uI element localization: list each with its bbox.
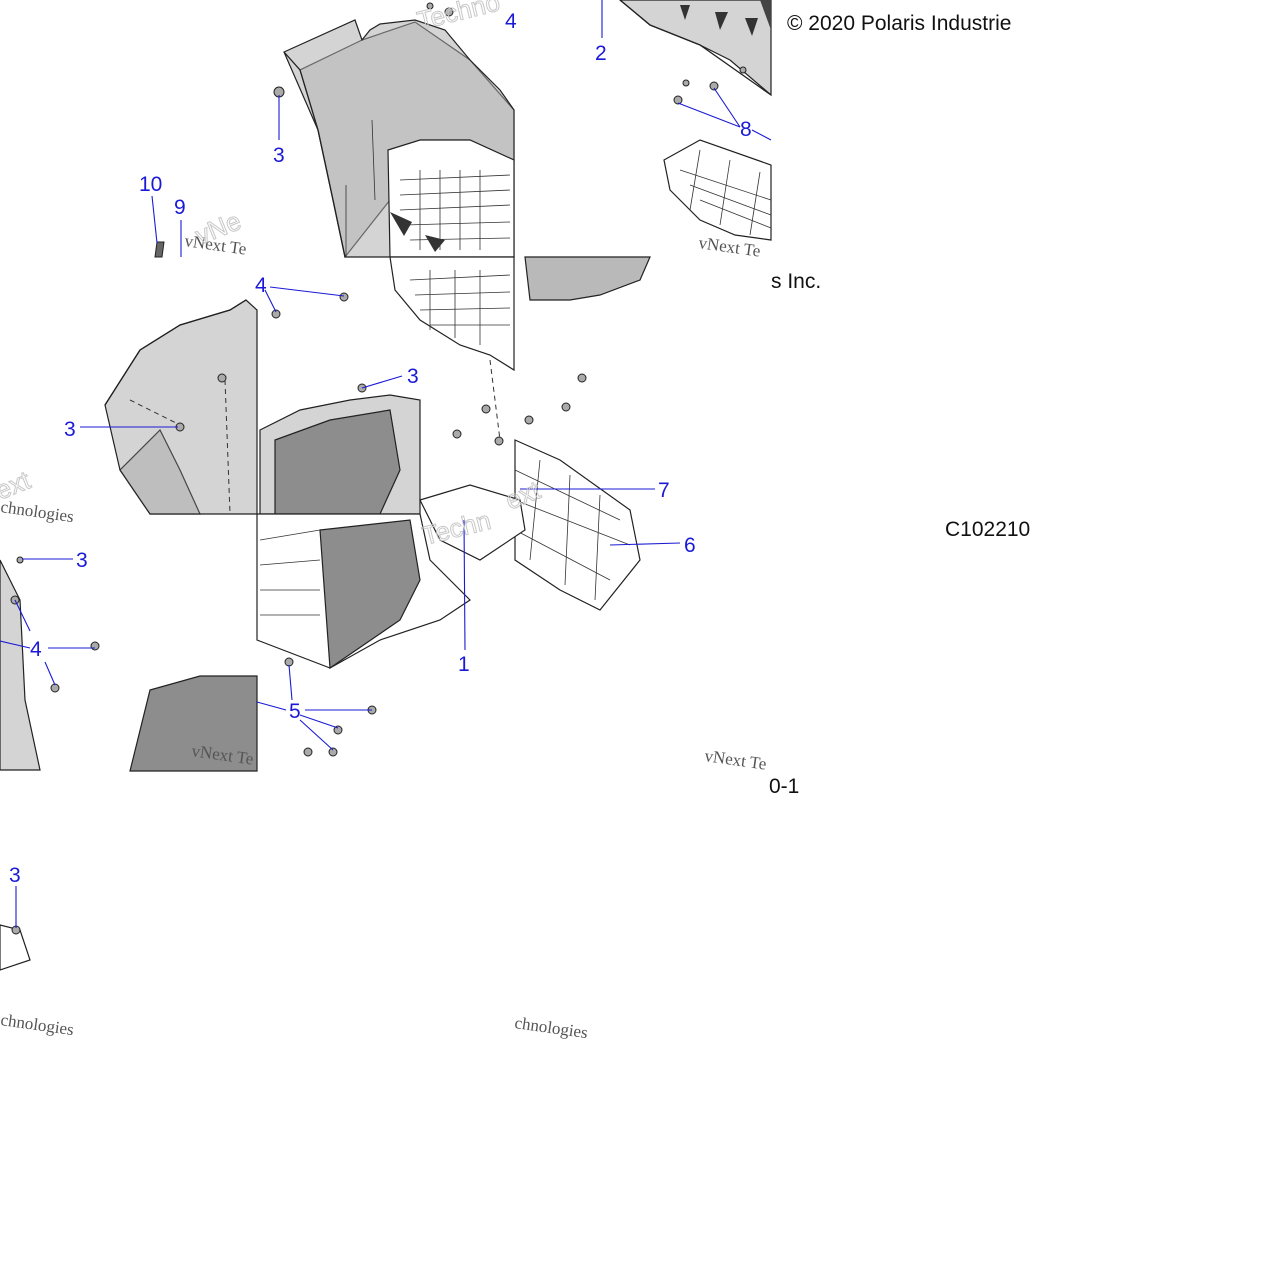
bolts-right: [524, 373, 587, 425]
callout-9: 9: [174, 196, 186, 219]
side-panel-right: [524, 256, 651, 301]
callout-4: 4: [505, 10, 517, 33]
step-treads: [399, 170, 511, 250]
right-footrest: [514, 439, 641, 611]
right-footpeg-upper: [663, 139, 772, 241]
callout-7: 7: [658, 479, 670, 502]
bolts-lower-left: [10, 556, 377, 935]
grip-pad: [390, 212, 412, 236]
copyright-text: © 2020 Polaris Industrie: [787, 12, 1011, 35]
callout-3: 3: [76, 549, 88, 572]
callout-3: 3: [407, 365, 419, 388]
callout-3: 3: [9, 864, 21, 887]
diagram-code-tail: 0-1: [769, 775, 799, 798]
watermark-ghost: Techno: [414, 0, 503, 36]
callout-2: 2: [595, 42, 607, 65]
watermark-brand: vNext Te: [703, 746, 767, 773]
callout-5: 5: [289, 700, 301, 723]
grip-pad: [425, 235, 445, 252]
floor-tray-upper: [619, 0, 772, 97]
left-panel-lower: [0, 559, 258, 971]
callout-3: 3: [64, 418, 76, 441]
callout-1: 1: [458, 653, 470, 676]
leader-lines: [0, 0, 772, 928]
callout-3: 3: [273, 144, 285, 167]
tray-grip-pads: [680, 0, 771, 36]
callout-6: 6: [684, 534, 696, 557]
callout-4: 4: [30, 638, 42, 661]
diagram-code: C102210: [945, 518, 1030, 541]
bolts-middle: [217, 292, 504, 446]
floor-tray-lower: [256, 484, 526, 670]
callout-4: 4: [255, 274, 267, 297]
callout-10: 10: [139, 173, 162, 196]
callout-8: 8: [740, 118, 752, 141]
bolt-group-top: [154, 2, 454, 258]
floor-tray-center: [259, 256, 515, 515]
fasteners-8: [673, 66, 747, 105]
copyright-tail: s Inc.: [771, 270, 821, 293]
watermark-sub: chnologies: [0, 1010, 75, 1039]
upper-fender-panel: [283, 19, 515, 259]
watermark-sub: chnologies: [513, 1013, 589, 1042]
left-fender-panel: [104, 299, 258, 515]
callout-labels: 2 8 3 10 9 4 3 3 7 6 3 4 1 5 3 4: [9, 10, 752, 887]
